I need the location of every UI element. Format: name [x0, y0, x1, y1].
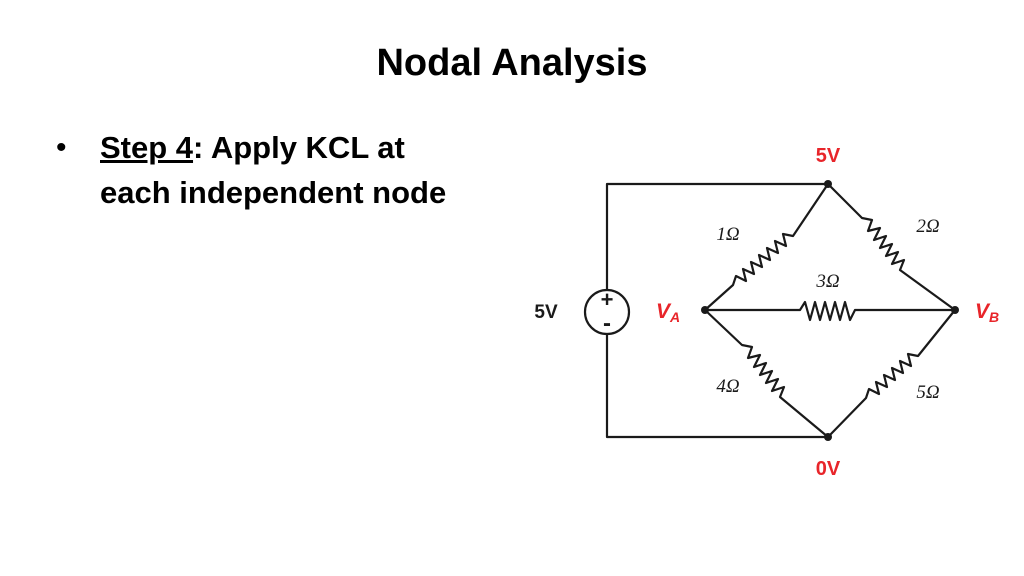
wire-bottom [605, 332, 830, 439]
source-minus: - [603, 310, 611, 337]
resistor-2 [826, 182, 957, 312]
node-bottom [824, 433, 832, 441]
node-b-label-sub: B [989, 309, 999, 325]
resistor-1 [703, 182, 830, 312]
resistor-1-label: 1Ω [716, 224, 740, 245]
slide-title: Nodal Analysis [376, 42, 648, 84]
node-a [701, 306, 709, 314]
resistor-3 [703, 300, 957, 322]
wire-top [605, 182, 830, 292]
bullet-text: Step 4: Apply KCL at each independent no… [100, 125, 456, 215]
resistor-2-label: 2Ω [916, 216, 940, 237]
node-b [951, 306, 959, 314]
node-b-label-main: V [975, 300, 991, 323]
bullet-item: • Step 4: Apply KCL at each independent … [56, 125, 456, 215]
bullet-list: • Step 4: Apply KCL at each independent … [56, 125, 456, 215]
node-top [824, 180, 832, 188]
source-plus: + [601, 287, 614, 312]
node-a-label-main: V [656, 300, 672, 323]
node-b-label: VB [975, 300, 999, 325]
voltage-source [583, 288, 631, 336]
resistor-4-label: 4Ω [716, 376, 740, 397]
resistor-5-label: 5Ω [916, 382, 940, 403]
bullet-dot-icon: • [56, 131, 67, 164]
resistor-4 [703, 308, 830, 439]
node-a-label-sub: A [669, 309, 680, 325]
resistor-3-label: 3Ω [815, 271, 840, 292]
resistor-5 [826, 308, 957, 439]
bullet-body: : Apply KCL at each independent node [100, 130, 447, 210]
bottom-node-voltage-label: 0V [816, 458, 841, 480]
top-node-voltage-label: 5V [816, 145, 841, 167]
step-label: Step 4 [100, 130, 194, 165]
node-a-label: VA [656, 300, 680, 325]
source-voltage-label: 5V [534, 302, 558, 323]
